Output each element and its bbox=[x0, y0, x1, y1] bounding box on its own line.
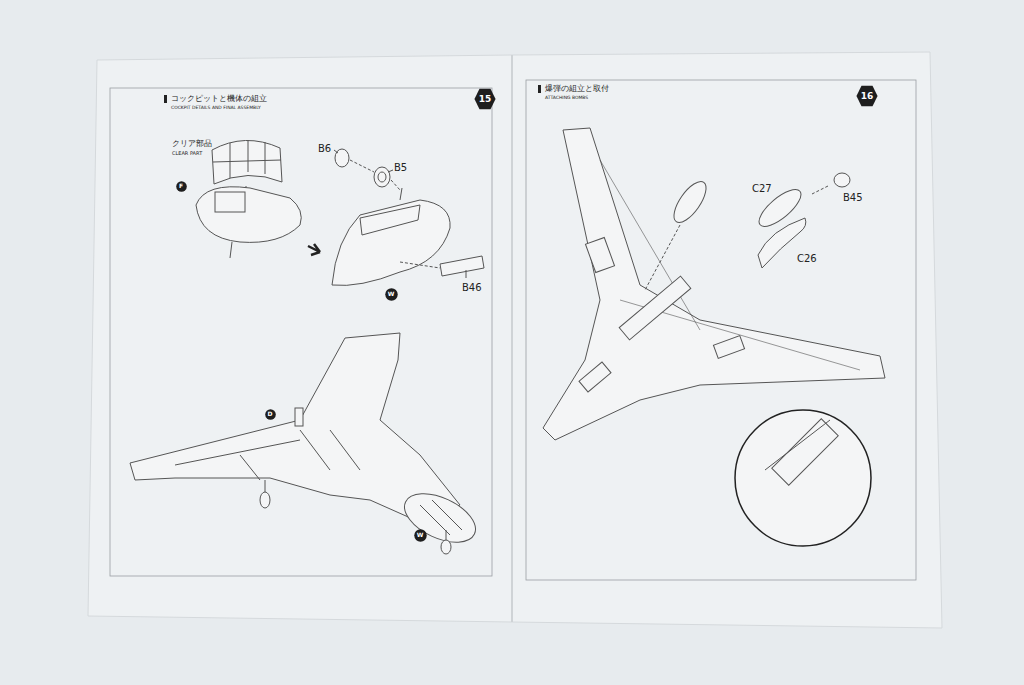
step-number: 16 bbox=[856, 85, 878, 107]
step-heading: コックピットと機体の組立 bbox=[171, 95, 267, 104]
callout-marker: W bbox=[385, 288, 398, 301]
part-number: B5 bbox=[394, 162, 407, 173]
step-number-text: 16 bbox=[861, 92, 874, 101]
part-number: C26 bbox=[797, 253, 817, 264]
step-heading: クリア部品 bbox=[172, 140, 212, 149]
step-heading: CLEAR PART bbox=[172, 151, 202, 157]
step-heading: 爆弾の組立と取付 bbox=[545, 85, 609, 94]
step-number-text: 15 bbox=[479, 95, 492, 104]
step-number: 15 bbox=[474, 88, 496, 110]
step-heading: ATTACHING BOMBS bbox=[545, 96, 588, 101]
callout-marker: D bbox=[265, 409, 276, 420]
callout-marker: W bbox=[414, 529, 427, 542]
part-number: B46 bbox=[462, 282, 482, 293]
part-number: C27 bbox=[752, 183, 772, 194]
step-heading: COCKPIT DETAILS AND FINAL ASSEMBLY bbox=[171, 106, 261, 111]
part-number: B45 bbox=[843, 192, 863, 203]
callout-letter: W bbox=[417, 532, 424, 538]
callout-letter: W bbox=[388, 291, 395, 297]
callout-marker: F bbox=[176, 181, 187, 192]
part-number: B6 bbox=[318, 143, 331, 154]
callout-letter: D bbox=[268, 411, 273, 417]
callout-letter: F bbox=[179, 183, 183, 189]
